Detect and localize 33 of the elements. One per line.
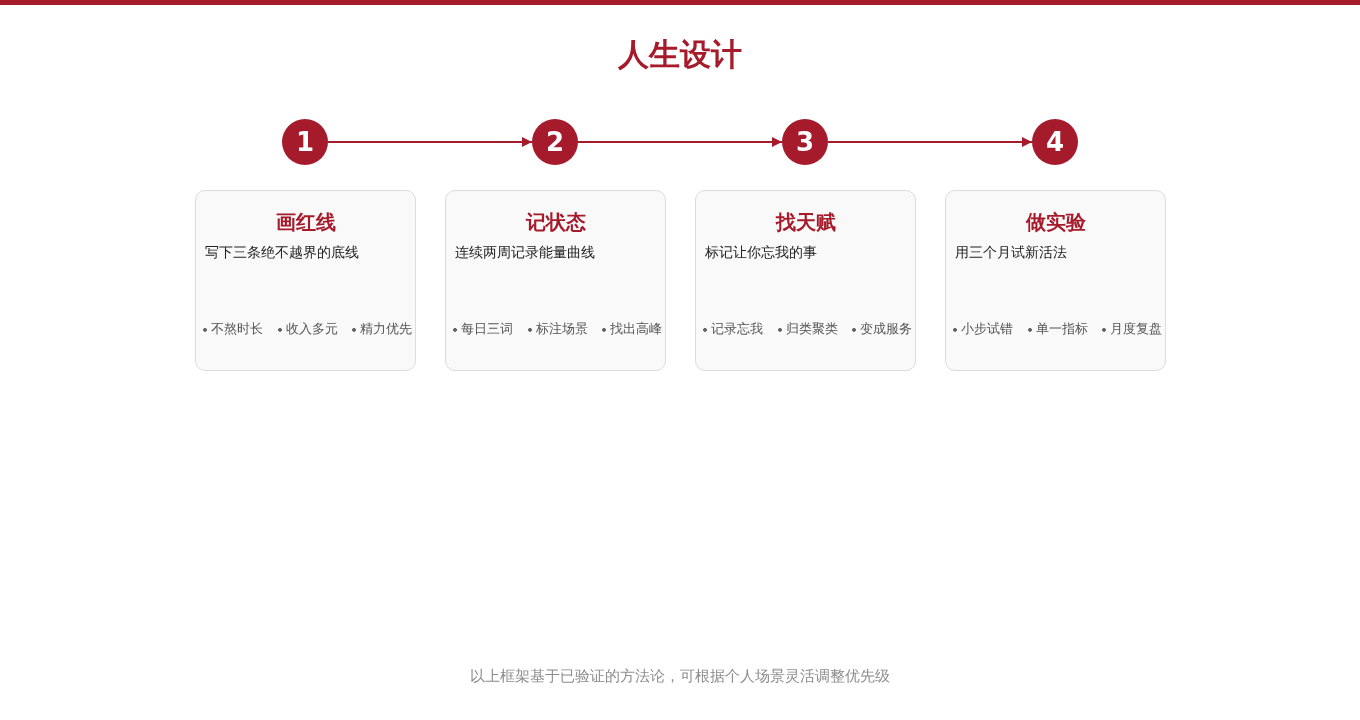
arrow bbox=[827, 137, 1033, 147]
step-card bbox=[195, 190, 416, 371]
bullet-item: 每日三词 bbox=[452, 320, 513, 338]
card-heading: 做实验 bbox=[1025, 209, 1086, 235]
step-card bbox=[695, 190, 916, 371]
card-description: 标记让你忘我的事 bbox=[705, 243, 817, 262]
card-description: 连续两周记录能量曲线 bbox=[455, 243, 595, 262]
step-card bbox=[945, 190, 1166, 371]
bullet-item: 不熬时长 bbox=[202, 320, 263, 338]
bullet-item: 单一指标 bbox=[1026, 320, 1088, 338]
arrow bbox=[577, 137, 783, 147]
arrow bbox=[327, 137, 533, 147]
title: 人生设计 bbox=[618, 35, 742, 74]
step-number-circle: 2 bbox=[532, 119, 578, 165]
bullet-item: 归类聚类 bbox=[776, 320, 838, 338]
card-heading: 记状态 bbox=[525, 209, 586, 235]
bullet-item: 精力优先 bbox=[351, 320, 412, 338]
bullet-item: 小步试错 bbox=[952, 320, 1013, 338]
card-description: 用三个月试新活法 bbox=[955, 243, 1067, 262]
card-description: 写下三条绝不越界的底线 bbox=[205, 243, 359, 262]
step-number-circle: 3 bbox=[782, 119, 828, 165]
bullet-item: 记录忘我 bbox=[702, 320, 763, 338]
bullet-item: 变成服务 bbox=[851, 320, 912, 338]
caption: 以上框架基于已验证的方法论，可根据个人场景灵活调整优先级 bbox=[470, 666, 890, 687]
step-card bbox=[445, 190, 666, 371]
step-number-circle: 4 bbox=[1032, 119, 1078, 165]
step-number-circle: 1 bbox=[282, 119, 328, 165]
card-heading: 画红线 bbox=[275, 209, 336, 235]
bullet-item: 标注场景 bbox=[526, 320, 588, 338]
card-heading: 找天赋 bbox=[775, 209, 836, 235]
bullet-item: 收入多元 bbox=[276, 320, 338, 338]
bullet-item: 找出高峰 bbox=[601, 320, 662, 338]
bullet-item: 月度复盘 bbox=[1101, 320, 1162, 338]
